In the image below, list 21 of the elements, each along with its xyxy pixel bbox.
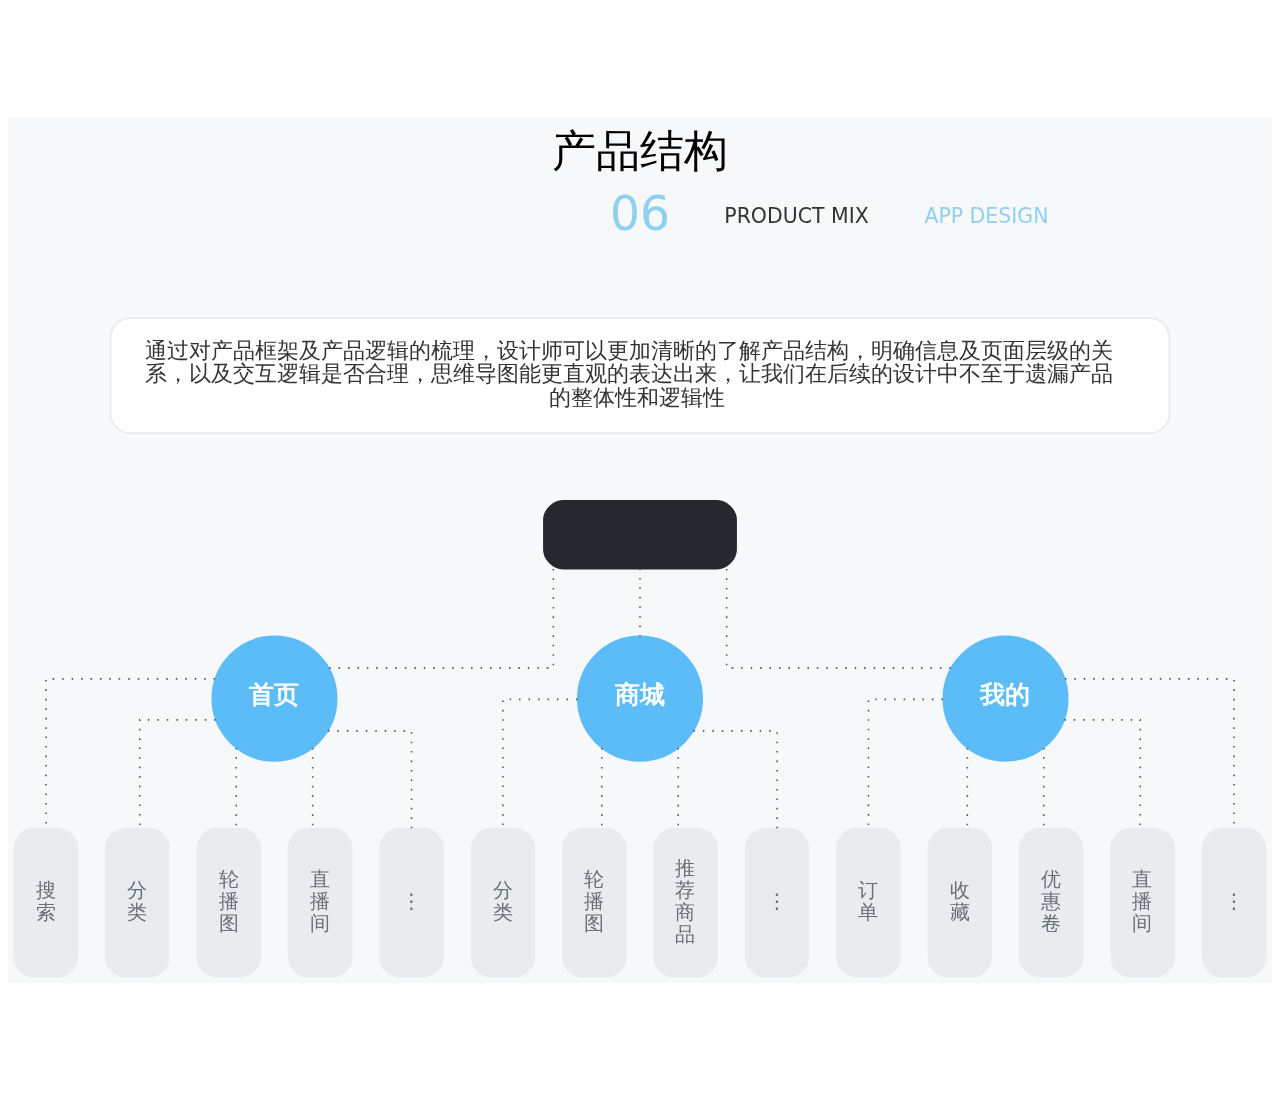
node-box: 收藏 — [927, 827, 993, 977]
node-circle: 商城 — [576, 635, 704, 762]
node-box: ⋮ — [379, 827, 444, 977]
connector — [725, 567, 952, 669]
node-circle: 我的 — [942, 635, 1069, 762]
node-box: 轮播图 — [562, 827, 627, 977]
node-box: 轮播图 — [196, 827, 262, 977]
label: PRODUCT MIX — [724, 203, 869, 228]
diagram-title: 产品结构 — [552, 124, 728, 176]
connector — [328, 567, 555, 669]
node-box: 优惠卷 — [1018, 827, 1084, 977]
label: 06 — [610, 185, 671, 241]
connector — [327, 729, 413, 829]
node-circle: 首页 — [211, 635, 338, 762]
node-box: 直播间 — [287, 827, 353, 977]
node-box — [543, 499, 737, 569]
node-box: ⋮ — [744, 827, 810, 977]
connector — [692, 729, 778, 829]
node-box: 推荐商品 — [653, 827, 718, 977]
label: 通过对产品框架及产品逻辑的梳理，设计师可以更加清晰的了解产品结构，明确信息及页面层级的关系，以及交互逻辑是否合理，思维导图能更直观的表达出来，让我们在后续的设计中不至于遗漏产品的整体性和逻辑性 — [145, 337, 1114, 410]
label: APP DESIGN — [924, 203, 1049, 228]
